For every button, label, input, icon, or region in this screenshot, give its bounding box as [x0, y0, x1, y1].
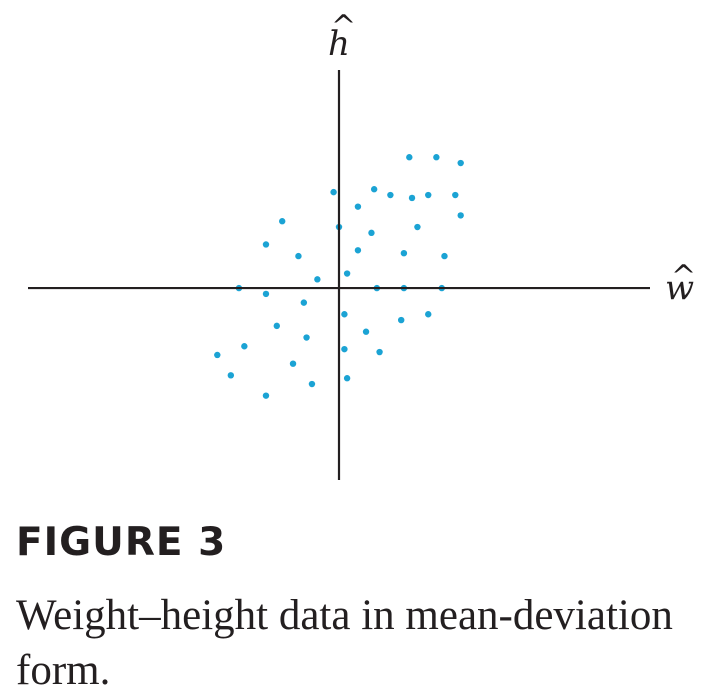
data-point-40 [343, 375, 351, 382]
figure-caption: Weight–height data in mean-deviation for… [16, 592, 673, 694]
data-point-23 [262, 290, 270, 298]
data-point-31 [273, 322, 280, 330]
data-point-1 [433, 154, 440, 161]
data-point-11 [457, 212, 464, 219]
data-point-4 [387, 191, 394, 199]
data-point-13 [368, 229, 375, 237]
figure-title: FIGURE 3 [16, 520, 227, 565]
data-point-36 [341, 345, 348, 353]
y-axis-label: h [328, 24, 350, 64]
data-point-41 [308, 380, 316, 388]
data-point-9 [330, 188, 337, 196]
data-point-39 [227, 372, 235, 379]
y-axis-label-hat: ^ [331, 9, 356, 44]
data-point-2 [457, 159, 464, 167]
data-point-19 [441, 252, 448, 260]
data-point-10 [354, 203, 362, 210]
data-point-3 [370, 186, 378, 193]
data-point-21 [343, 270, 351, 277]
x-axis-label-hat: ^ [671, 259, 696, 294]
data-point-32 [362, 328, 370, 335]
data-point-38 [289, 360, 297, 367]
data-point-42 [262, 392, 270, 399]
data-point-20 [314, 276, 321, 283]
data-point-34 [241, 343, 248, 350]
data-point-7 [452, 191, 459, 199]
data-point-35 [214, 351, 221, 359]
data-point-27 [300, 299, 308, 306]
data-point-5 [408, 194, 416, 202]
data-points [214, 154, 464, 399]
data-point-14 [414, 223, 421, 231]
scatter-plot: w ^ h ^ [28, 9, 696, 480]
data-point-0 [406, 154, 413, 161]
data-point-28 [341, 311, 348, 318]
data-point-16 [295, 252, 302, 260]
data-point-6 [425, 191, 432, 199]
data-point-37 [376, 348, 383, 356]
data-point-29 [398, 316, 405, 324]
x-axis-label: w [665, 268, 694, 308]
data-point-17 [354, 247, 362, 254]
data-point-18 [400, 249, 408, 257]
data-point-15 [262, 241, 270, 248]
data-point-33 [303, 334, 310, 341]
data-point-30 [425, 311, 432, 318]
data-point-8 [279, 218, 286, 225]
